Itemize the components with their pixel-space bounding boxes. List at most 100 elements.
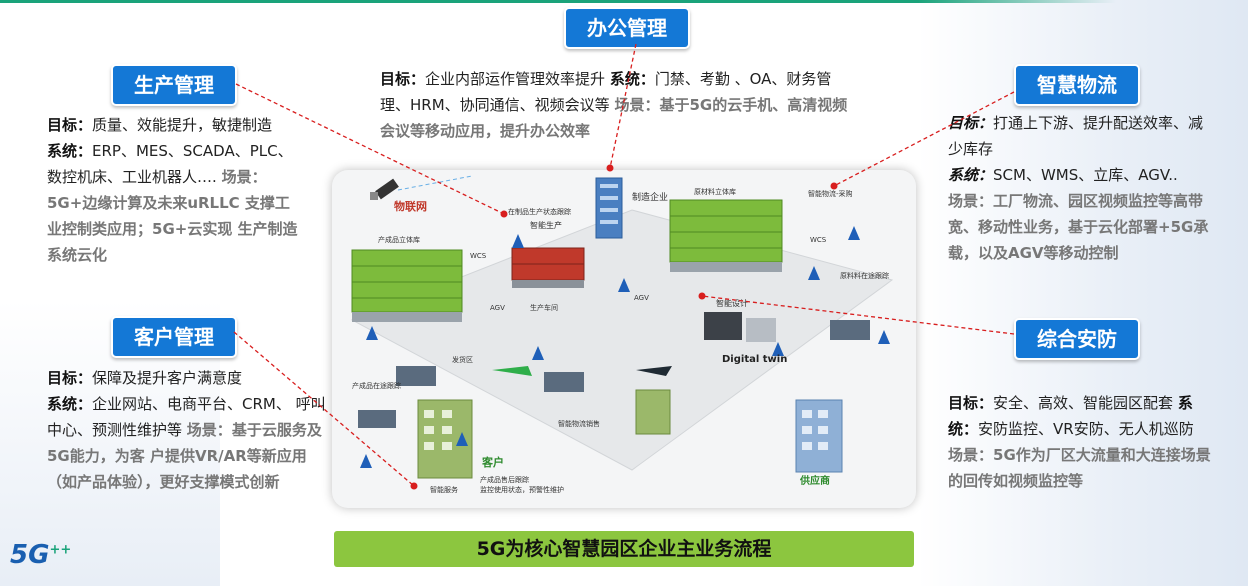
security-system-label: 系统： <box>948 394 1193 438</box>
satellite-icon <box>370 178 399 200</box>
security-goal-label: 目标： <box>948 394 994 412</box>
logo-text: 5G <box>10 540 50 570</box>
security-scene-label: 场景： <box>948 446 994 464</box>
antenna-icon <box>366 326 378 340</box>
logistics-scene: 工厂物流、园区视频监控等高带宽、移动性业务，基于云化部署+5G承载，以及AGV等… <box>948 192 1209 262</box>
leader-dot <box>830 182 838 190</box>
office-scene-label: 场景： <box>614 96 660 114</box>
label-supplier: 供应商 <box>799 474 830 487</box>
enterprise-tower <box>595 177 623 239</box>
office-text: 目标：企业内部运作管理效率提升 系统：门禁、考勤 、OA、财务管理、HRM、协同… <box>380 66 852 144</box>
office-goal-label: 目标： <box>380 70 426 88</box>
customer-goal: 保障及提升客户满意度 <box>92 369 243 387</box>
antenna-icon <box>532 346 544 360</box>
leader-security <box>701 295 1015 335</box>
label-enterprise: 制造企业 <box>632 191 668 203</box>
truck-icon <box>544 372 584 392</box>
label-production-line: 生产车间 <box>530 303 558 312</box>
security-system: 安防监控、VR安防、无人机巡防 <box>978 420 1194 438</box>
production-system: ERP、MES、SCADA、PLC、数控机床、工业机器人…. <box>47 142 293 186</box>
production-scene: 5G+边缘计算及未来uRLLC 支撑工业控制类应用；5G+云实现 生产制造系统云… <box>47 194 298 264</box>
security-scene: 5G作为厂区大流量和大连接场景的回传如视频监控等 <box>948 446 1211 490</box>
label-digital-twin: Digital twin <box>722 354 787 365</box>
leader-dot <box>606 164 614 172</box>
logistics-goal-label: 目标： <box>948 114 994 132</box>
label-material-track: 原料料在途跟踪 <box>840 271 889 280</box>
label-after-sales: 产成品售后跟踪 <box>480 475 529 484</box>
leader-logistics <box>833 91 1015 187</box>
antenna-icon <box>878 330 890 344</box>
label-smart-service: 智能服务 <box>430 485 458 494</box>
truck-icon <box>396 366 436 386</box>
label-monitoring: 监控使用状态，预警性维护 <box>480 485 564 494</box>
office-system-label: 系统： <box>609 70 655 88</box>
logo-mark: ++ <box>49 542 72 558</box>
logistics-title: 智慧物流 <box>1014 64 1140 106</box>
label-smart-sales: 智能物流销售 <box>558 419 600 428</box>
leader-dot <box>410 482 418 490</box>
logistics-text: 目标：打通上下游、提升配送效率、减少库存 系统：SCM、WMS、立库、AGV..… <box>948 110 1210 266</box>
label-procurement: 智能物流-采购 <box>808 189 853 198</box>
label-agv-2: AGV <box>634 294 649 302</box>
park-diagram-art: 物联网 制造企业 智能生产 在制品生产状态跟踪 原材料立体库 智能物流-采购 产… <box>350 175 894 494</box>
customer-text: 目标：保障及提升客户满意度 系统：企业网站、电商平台、CRM、 呼叫中心、预测性… <box>47 365 329 495</box>
antenna-icon <box>772 342 784 356</box>
leader-dot <box>698 292 706 300</box>
security-goal: 安全、高效、智能园区配套 <box>993 394 1174 412</box>
top-accent-line <box>0 0 1248 3</box>
label-agv-1: AGV <box>490 304 505 312</box>
antenna-icon <box>360 454 372 468</box>
label-production-track: 在制品生产状态跟踪 <box>508 207 571 216</box>
production-goal-label: 目标： <box>47 116 93 134</box>
label-finished-storage: 产成品立体库 <box>378 235 420 244</box>
label-wcs-2: WCS <box>810 236 827 244</box>
truck-icon <box>830 320 870 340</box>
5g-logo: 5G++ <box>10 540 71 570</box>
logistics-system-label: 系统： <box>948 166 994 184</box>
customer-title: 客户管理 <box>111 316 237 358</box>
security-text: 目标：安全、高效、智能园区配套 系统：安防监控、VR安防、无人机巡防 场景：5G… <box>948 390 1216 494</box>
supplier-building <box>795 399 843 473</box>
office-scene: 基于5G的云手机、高清视频会议等移动应用，提升办公效率 <box>380 96 848 140</box>
production-goal: 质量、效能提升，敏捷制造 <box>92 116 273 134</box>
label-product-transit: 产成品在途跟踪 <box>352 381 401 390</box>
antenna-icon <box>456 432 468 446</box>
leader-office <box>609 43 637 169</box>
label-warehouse: 原材料立体库 <box>694 187 736 196</box>
sales-building <box>635 389 671 435</box>
customer-system-label: 系统： <box>47 395 93 413</box>
leader-dot <box>500 210 508 218</box>
production-system-label: 系统： <box>47 142 93 160</box>
customer-scene-label: 场景： <box>186 421 232 439</box>
label-shipping: 发货区 <box>452 355 473 364</box>
satellite-link <box>397 175 473 191</box>
label-iot: 物联网 <box>394 199 427 213</box>
truck-icon <box>358 410 396 428</box>
production-title: 生产管理 <box>111 64 237 106</box>
production-scene-label: 场景： <box>221 168 267 186</box>
office-title: 办公管理 <box>564 7 690 49</box>
production-text: 目标：质量、效能提升，敏捷制造 系统：ERP、MES、SCADA、PLC、数控机… <box>47 112 303 268</box>
flow-arrow <box>636 366 672 376</box>
customer-goal-label: 目标： <box>47 369 93 387</box>
smart-production-shelves <box>511 247 585 288</box>
flow-arrow <box>492 366 532 376</box>
label-customer: 客户 <box>481 455 504 469</box>
office-system: 门禁、考勤 、OA、财务管理、HRM、协同通信、视频会议等 <box>380 70 832 114</box>
security-title: 综合安防 <box>1014 318 1140 360</box>
finished-goods-rack <box>351 249 463 322</box>
customer-scene: 基于云服务及5G能力，为客 户提供VR/AR等新应用（如产品体验），更好支撑模式… <box>47 421 322 491</box>
label-wcs-1: WCS <box>470 252 487 260</box>
logistics-goal: 打通上下游、提升配送效率、减少库存 <box>948 114 1204 158</box>
park-diagram: 物联网 制造企业 智能生产 在制品生产状态跟踪 原材料立体库 智能物流-采购 产… <box>332 170 916 508</box>
logistics-scene-label: 场景： <box>948 192 994 210</box>
ground-platform <box>350 209 894 471</box>
bottom-banner: 5G为核心智慧园区企业主业务流程 <box>334 531 914 567</box>
customer-system: 企业网站、电商平台、CRM、 呼叫中心、预测性维护等 <box>47 395 326 439</box>
raw-material-rack <box>669 199 783 272</box>
antenna-icon <box>808 266 820 280</box>
antenna-icon <box>512 234 524 248</box>
antenna-icon <box>848 226 860 240</box>
office-goal: 企业内部运作管理效率提升 <box>425 70 606 88</box>
